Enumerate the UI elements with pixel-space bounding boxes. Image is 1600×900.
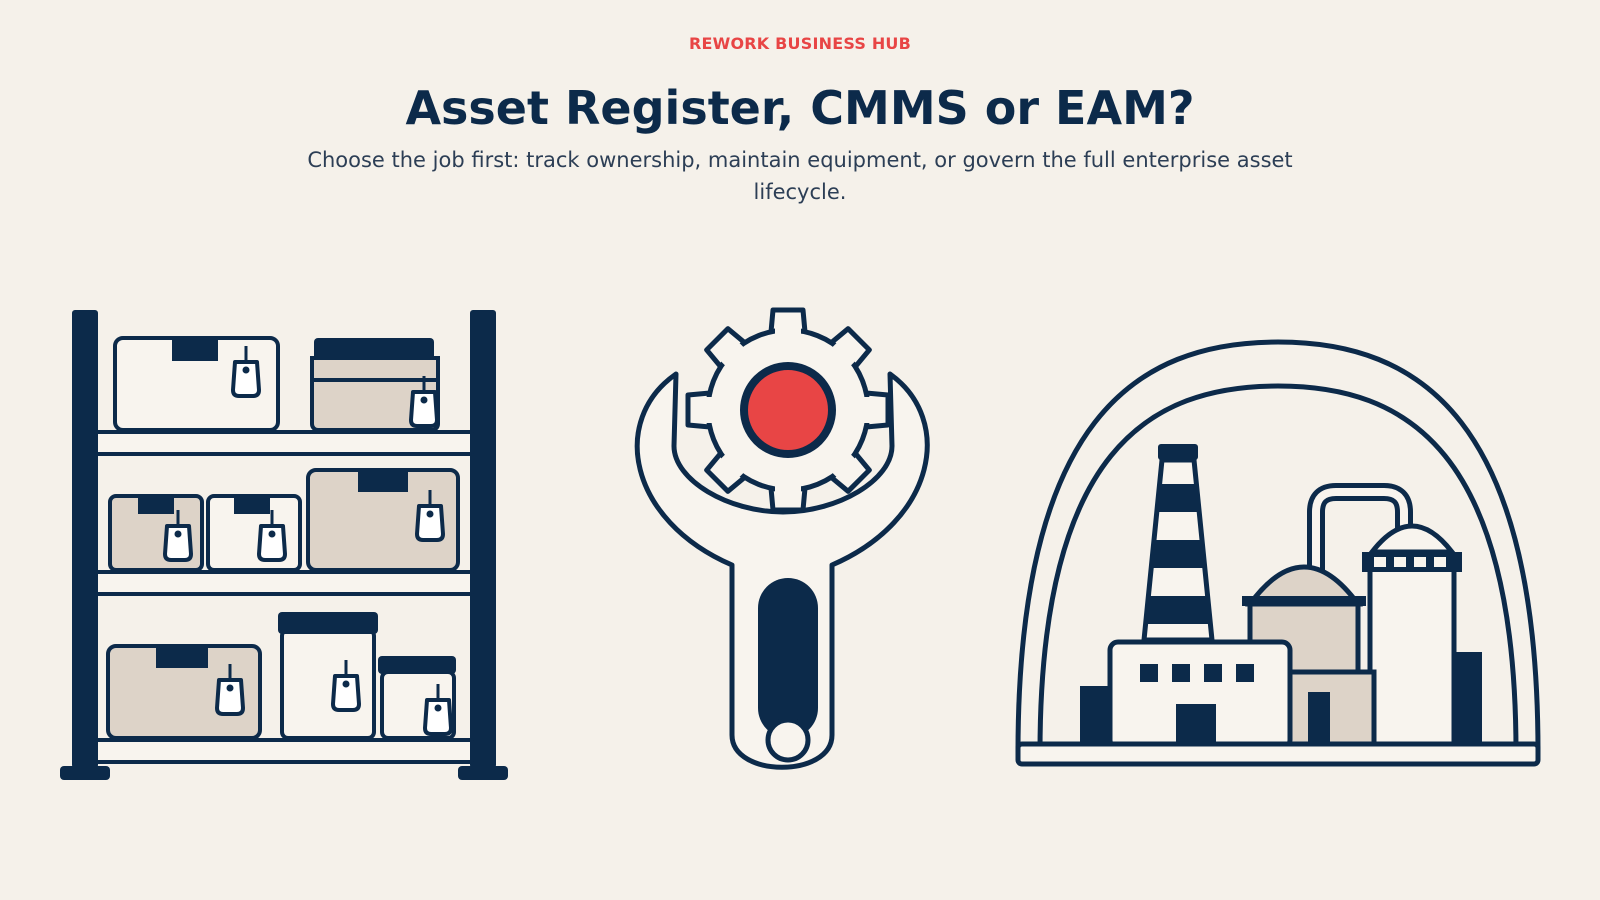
wrench-and-gear-icon bbox=[634, 307, 930, 770]
brand-eyebrow: REWORK BUSINESS HUB bbox=[688, 34, 912, 53]
factory-under-dome-icon bbox=[1015, 339, 1541, 767]
page-title: Asset Register, CMMS or EAM? bbox=[405, 81, 1195, 135]
storage-shelf-with-tagged-boxes-icon bbox=[60, 310, 508, 780]
page-subtitle: Choose the job first: track ownership, m… bbox=[307, 148, 1293, 204]
